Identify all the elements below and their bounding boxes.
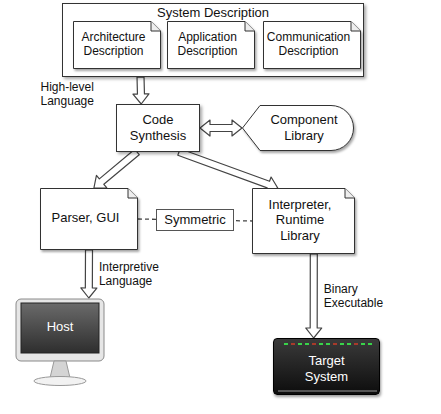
document-outline (41, 189, 138, 250)
description-doc: Architecture Description (73, 21, 161, 69)
library-outline (243, 106, 354, 151)
library-shape: Component Library (242, 105, 354, 151)
box-label: Application Description (171, 30, 244, 59)
status-led (333, 343, 337, 345)
box-label: Host (15, 319, 105, 335)
monitor-bezel (16, 299, 104, 361)
status-led (347, 343, 351, 345)
monitor-neck (50, 361, 70, 378)
status-led (298, 343, 302, 345)
host-computer: Host (15, 298, 105, 388)
tool-doc: Parser, GUI (40, 188, 138, 250)
box-title: System Description (63, 5, 363, 21)
edge-label: Binary Executable (324, 282, 396, 311)
folded-corner (351, 22, 361, 32)
edge-label: Interpretive Language (99, 260, 171, 289)
status-led (361, 343, 365, 345)
status-led (319, 343, 323, 345)
description-doc: Communication Description (263, 21, 361, 69)
document-outline (74, 22, 161, 69)
document-outline (168, 22, 255, 69)
block-arrow (94, 149, 139, 188)
status-led (312, 343, 316, 345)
monitor-foot (34, 377, 86, 386)
status-led (340, 343, 344, 345)
block-arrow (81, 250, 97, 298)
process-box: Code Synthesis (116, 104, 200, 152)
box-label: Parser, GUI (52, 210, 120, 226)
folded-corner (345, 189, 355, 199)
status-led (326, 343, 330, 345)
target-device: Target System (273, 338, 380, 395)
block-arrow (133, 77, 149, 104)
box-label: Target System (295, 353, 359, 384)
box-label: Communication Description (267, 30, 350, 59)
status-led (305, 343, 309, 345)
box-label: Architecture Description (77, 30, 150, 59)
status-led (368, 343, 372, 345)
description-doc: Application Description (167, 21, 255, 69)
block-arrow (178, 149, 278, 192)
status-led (291, 343, 295, 345)
folded-corner (245, 22, 255, 32)
folded-corner (151, 22, 161, 32)
edge-label: Symmetric (156, 209, 233, 231)
document-outline (264, 22, 361, 69)
folded-corner (128, 189, 138, 199)
block-arrow (306, 254, 322, 338)
edge-label: High-level Language (41, 80, 113, 109)
tool-doc: Interpreter, Runtime Library (252, 188, 355, 254)
box-label: Code Synthesis (123, 112, 193, 143)
host-outline (15, 298, 105, 388)
status-led (354, 343, 358, 345)
status-led (284, 343, 288, 345)
device-slot (278, 390, 377, 392)
box-label: Component Library (264, 112, 344, 143)
document-outline (253, 189, 355, 254)
system-box: System DescriptionArchitecture Descripti… (62, 3, 364, 77)
block-arrow (200, 120, 242, 136)
box-label: Interpreter, Runtime Library (256, 197, 344, 244)
